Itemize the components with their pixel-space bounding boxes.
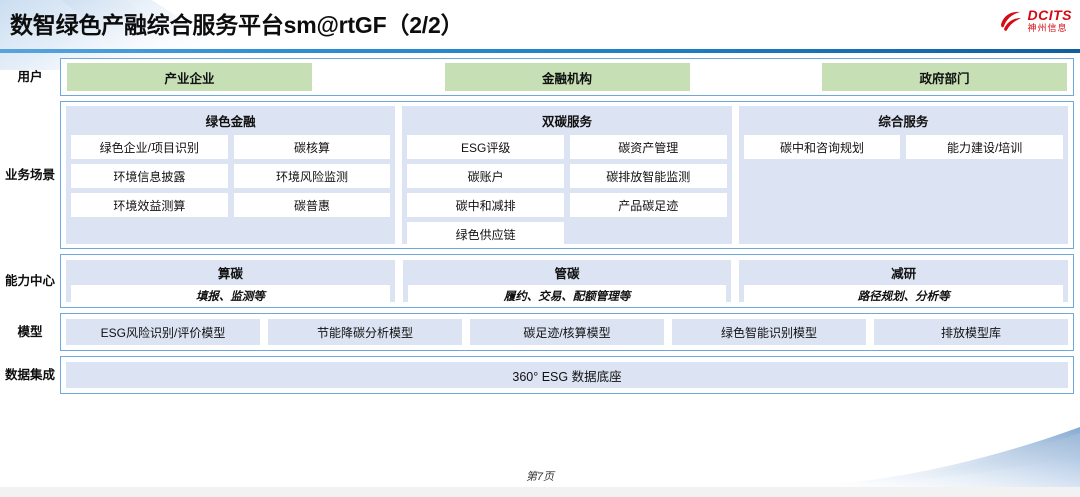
scenario-cell[interactable]: 环境效益测算 [71, 193, 228, 217]
row-label-models: 模型 [17, 324, 43, 339]
scenario-cell[interactable]: 环境风险监测 [233, 164, 391, 188]
scenario-cell-list: 碳中和咨询规划 能力建设/培训 [743, 135, 1063, 159]
capability-group-title: 算碳 [217, 267, 243, 281]
user-chip[interactable]: 金融机构 [444, 63, 690, 91]
data-foundation-bar[interactable]: 360° ESG 数据底座 [66, 362, 1068, 388]
capability-group-reduction-research[interactable]: 减研 路径规划、分析等 [739, 260, 1069, 306]
row-body-users: 产业企业 金融机构 政府部门 [60, 58, 1074, 96]
row-body-business-scenarios: 绿色金融 绿色企业/项目识别 碳核算 环境信息披露 环境风险监测 环境效益测算 … [60, 101, 1074, 249]
scenario-group-title: 双碳服务 [541, 115, 592, 129]
scenario-group-comprehensive: 综合服务 碳中和咨询规划 能力建设/培训 [738, 106, 1068, 244]
bottom-strip [0, 487, 1080, 497]
scenario-cell-list: ESG评级 碳资产管理 碳账户 碳排放智能监测 碳中和减排 产品碳足迹 绿色供应… [407, 135, 727, 246]
brand-logo: DCITS 神州信息 [998, 8, 1073, 33]
scenario-group-title: 综合服务 [878, 115, 929, 129]
user-chip[interactable]: 产业企业 [67, 63, 312, 91]
scenario-cell[interactable]: ESG评级 [407, 135, 564, 159]
row-users: 用户 产业企业 金融机构 政府部门 [0, 58, 1080, 96]
architecture-matrix: 用户 产业企业 金融机构 政府部门 业务场景 绿色金融 绿色企业/项目识别 碳核… [0, 58, 1080, 399]
row-label-capability-center: 能力中心 [4, 273, 55, 288]
row-business-scenarios: 业务场景 绿色金融 绿色企业/项目识别 碳核算 环境信息披露 环境风险监测 环境… [0, 101, 1080, 249]
scenario-cell[interactable]: 碳中和减排 [407, 193, 564, 217]
capability-group-carbon-accounting[interactable]: 算碳 填报、监测等 [66, 260, 395, 306]
row-label-data-integration: 数据集成 [4, 367, 55, 382]
row-capability-center: 能力中心 算碳 填报、监测等 管碳 履约、交易、配额管理等 减研 路径规划、分析… [0, 254, 1080, 308]
scenario-cell[interactable]: 产品碳足迹 [569, 193, 727, 217]
model-chip[interactable]: 排放模型库 [874, 319, 1068, 345]
logo-text-en: DCITS [1027, 7, 1072, 23]
scenario-group-title: 绿色金融 [205, 115, 256, 129]
scenario-group-green-finance: 绿色金融 绿色企业/项目识别 碳核算 环境信息披露 环境风险监测 环境效益测算 … [66, 106, 396, 244]
model-chip[interactable]: 绿色智能识别模型 [672, 319, 866, 345]
capability-group-title: 减研 [891, 267, 917, 281]
scenario-cell[interactable]: 碳普惠 [233, 193, 391, 217]
scenario-cell[interactable]: 碳中和咨询规划 [743, 135, 901, 159]
scenario-cell-list: 绿色企业/项目识别 碳核算 环境信息披露 环境风险监测 环境效益测算 碳普惠 [71, 135, 391, 217]
row-label-users: 用户 [17, 69, 43, 84]
scenario-cell[interactable]: 能力建设/培训 [906, 135, 1063, 159]
scenario-cell[interactable]: 碳账户 [407, 164, 564, 188]
user-chip[interactable]: 政府部门 [822, 63, 1067, 91]
page-title: 数智绿色产融综合服务平台sm@rtGF（2/2） [10, 12, 464, 38]
scenario-cell[interactable]: 环境信息披露 [71, 164, 228, 188]
title-divider [0, 49, 1080, 53]
row-label-business-scenarios: 业务场景 [4, 167, 55, 182]
model-chip[interactable]: 碳足迹/核算模型 [470, 319, 664, 345]
capability-group-subtitle: 路径规划、分析等 [744, 285, 1064, 306]
model-chip[interactable]: 节能降碳分析模型 [268, 319, 462, 345]
capability-group-carbon-management[interactable]: 管碳 履约、交易、配额管理等 [402, 260, 732, 306]
row-data-integration: 数据集成 360° ESG 数据底座 [0, 356, 1080, 394]
logo-text-cn: 神州信息 [1027, 23, 1068, 33]
dcits-swirl-icon [998, 9, 1024, 33]
row-body-models: ESG风险识别/评价模型 节能降碳分析模型 碳足迹/核算模型 绿色智能识别模型 … [60, 313, 1074, 351]
capability-group-subtitle: 填报、监测等 [71, 285, 390, 306]
scenario-group-dual-carbon: 双碳服务 ESG评级 碳资产管理 碳账户 碳排放智能监测 碳中和减排 产品碳足迹… [402, 106, 732, 246]
capability-group-title: 管碳 [554, 267, 580, 281]
scenario-cell[interactable]: 碳核算 [233, 135, 391, 159]
model-chip[interactable]: ESG风险识别/评价模型 [66, 319, 260, 345]
scenario-cell[interactable]: 绿色企业/项目识别 [71, 135, 228, 159]
capability-group-subtitle: 履约、交易、配额管理等 [407, 285, 727, 306]
scenario-cell[interactable]: 碳排放智能监测 [569, 164, 727, 188]
page-footer: 第7页 [525, 471, 555, 483]
row-models: 模型 ESG风险识别/评价模型 节能降碳分析模型 碳足迹/核算模型 绿色智能识别… [0, 313, 1080, 351]
row-body-data-integration: 360° ESG 数据底座 [60, 356, 1074, 394]
row-body-capability-center: 算碳 填报、监测等 管碳 履约、交易、配额管理等 减研 路径规划、分析等 [60, 254, 1074, 308]
title-bar: 数智绿色产融综合服务平台sm@rtGF（2/2） DCITS 神州信息 [0, 0, 1080, 53]
scenario-cell[interactable]: 绿色供应链 [407, 222, 564, 246]
scenario-cell[interactable]: 碳资产管理 [569, 135, 727, 159]
